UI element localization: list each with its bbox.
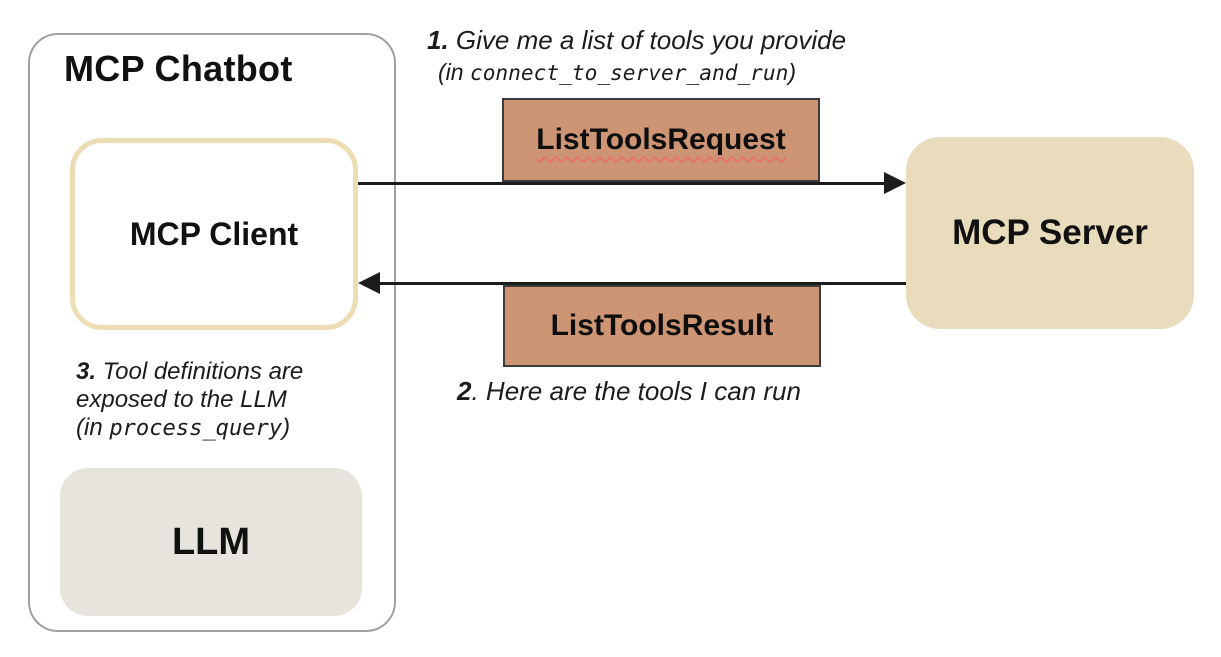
mcp-server-label: MCP Server: [952, 213, 1148, 252]
annotation-step2: 2. Here are the tools I can run: [457, 376, 801, 407]
result-arrow: [358, 272, 906, 295]
result-arrow-line: [374, 282, 906, 285]
right-arrowhead-icon: [884, 172, 906, 194]
step3-line2: exposed to the LLM: [76, 386, 287, 413]
step1-line1: 1. Give me a list of tools you provide: [427, 24, 846, 56]
step2-number: 2: [457, 376, 472, 406]
step3-code: process_query: [109, 416, 283, 441]
step1-code-prefix: (in: [438, 59, 470, 85]
list-tools-result-text: ListToolsResult: [550, 309, 774, 342]
step1-code-suffix: ): [788, 59, 797, 85]
step2-text: . Here are the tools I can run: [471, 376, 801, 406]
mcp-client-box: MCP Client: [70, 138, 358, 330]
annotation-step1: 1. Give me a list of tools you provide (…: [427, 24, 846, 89]
step1-text: Give me a list of tools you provide: [448, 25, 847, 55]
step1-code: connect_to_server_and_run: [469, 60, 789, 85]
mcp-server-box: MCP Server: [906, 137, 1194, 329]
list-tools-request-label: ListToolsRequest: [502, 98, 820, 182]
mcp-chatbot-box: MCP Chatbot MCP Client 3. Tool definitio…: [28, 33, 396, 632]
step3-code-prefix: (in: [76, 414, 110, 441]
list-tools-request-text: ListToolsRequest: [536, 123, 786, 156]
llm-box: LLM: [60, 468, 362, 616]
step3-text1: Tool definitions are: [96, 358, 304, 385]
annotation-step3: 3. Tool definitions are exposed to the L…: [76, 358, 366, 443]
request-arrow: [358, 172, 906, 195]
step3-number: 3.: [76, 358, 97, 385]
list-tools-result-label: ListToolsResult: [503, 285, 821, 367]
mcp-chatbot-title: MCP Chatbot: [64, 48, 293, 89]
left-arrowhead-icon: [358, 272, 380, 294]
step3-line1: 3. Tool definitions are: [76, 358, 366, 386]
step1-line2: (in connect_to_server_and_run): [427, 56, 846, 89]
step3-code-suffix: ): [282, 414, 291, 441]
step1-number: 1.: [427, 25, 449, 55]
mcp-client-label: MCP Client: [129, 215, 299, 252]
llm-label: LLM: [171, 520, 251, 563]
request-arrow-line: [358, 182, 890, 185]
step3-line3: (in process_query): [76, 414, 366, 443]
